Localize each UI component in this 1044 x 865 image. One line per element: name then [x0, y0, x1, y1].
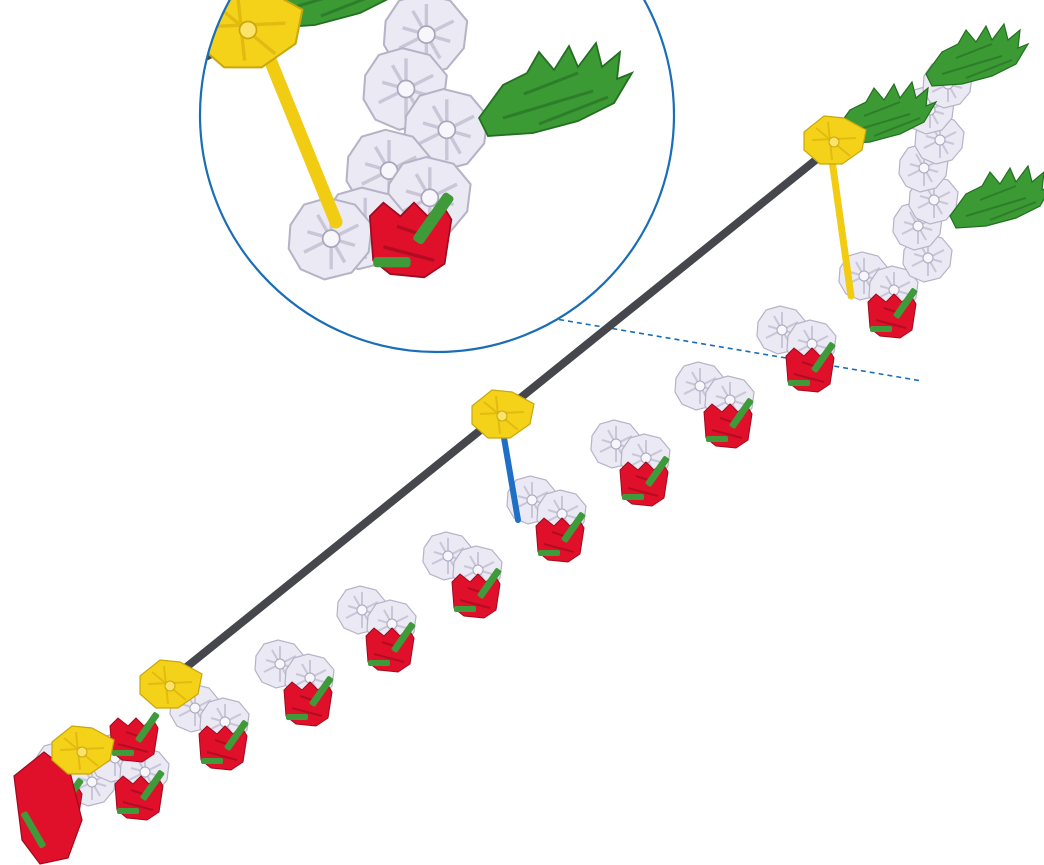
- upper-right-tower: [834, 24, 1044, 282]
- green-fan-connector: [950, 166, 1044, 228]
- green-fan-connector: [926, 24, 1028, 86]
- beam-segment: [591, 420, 670, 506]
- detail-callout: [190, 0, 690, 370]
- beam-segment: [337, 586, 416, 672]
- beam-segment: [255, 640, 334, 726]
- beam-segment: [675, 362, 754, 448]
- beam-segment: [757, 306, 836, 392]
- beam-segment: [423, 532, 502, 618]
